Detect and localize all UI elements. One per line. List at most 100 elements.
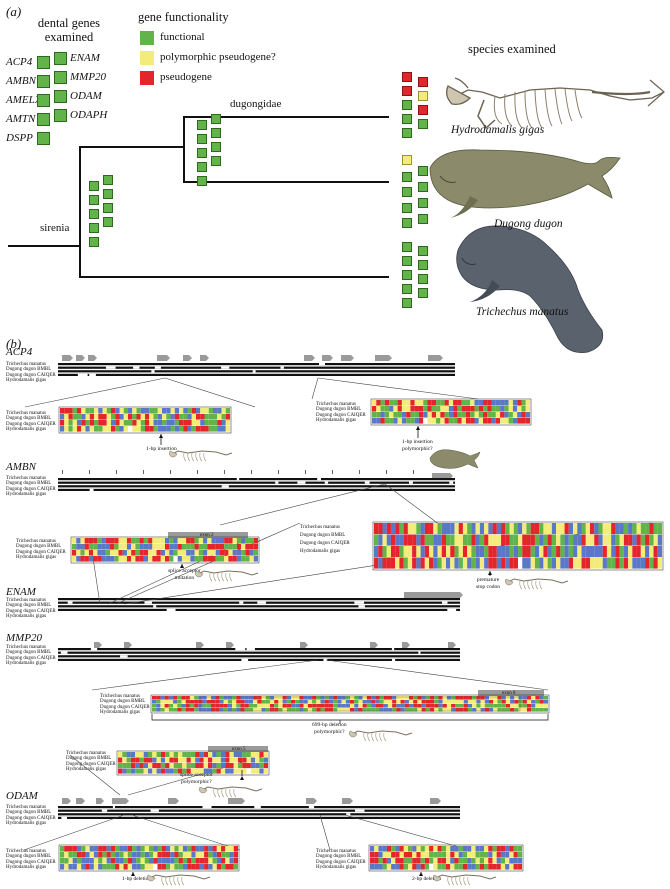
odam-exon xyxy=(228,798,245,804)
align-acp4-a-base xyxy=(191,414,196,420)
align-ambn-a-base xyxy=(80,538,85,544)
align-ambn-a-base xyxy=(253,538,258,544)
align-odam-b-base xyxy=(475,852,480,858)
align-odam-a-base xyxy=(64,852,69,858)
align-mmp20-base xyxy=(320,704,325,708)
align-odam-a-base xyxy=(221,846,226,852)
align-ambn-a-base xyxy=(105,538,111,544)
acp4-exon xyxy=(304,355,315,361)
align-ambn-a-base xyxy=(186,538,191,544)
align-mmp20-base xyxy=(312,708,317,712)
align-acp4-b-base xyxy=(474,400,479,406)
align-acp4-a-base xyxy=(136,414,141,420)
mmp20-exon xyxy=(94,642,102,648)
align-mmp20-base xyxy=(248,696,254,700)
align-ambn-b-base xyxy=(645,557,650,569)
align-acp4-b-base xyxy=(389,400,394,406)
align-acp4-a-base xyxy=(72,408,77,414)
align-ambn-a-base xyxy=(169,556,174,562)
align-odam-a-base xyxy=(153,852,158,858)
align-odam-a-base xyxy=(81,852,86,858)
align-ambn-b-base xyxy=(615,523,620,535)
align-mmp20-base xyxy=(489,708,494,712)
align-odam-up-base xyxy=(169,757,174,763)
mmp20-track-gap xyxy=(235,648,246,651)
align-ambn-a-base xyxy=(190,538,195,544)
align-ambn-b-base xyxy=(526,557,531,569)
align-acp4-a-base xyxy=(81,420,86,426)
align-odam-a-base xyxy=(212,858,217,864)
align-ambn-b-base xyxy=(395,534,400,546)
tree-branch-dugong xyxy=(183,181,389,183)
align-odam-up-base xyxy=(195,763,200,769)
align-odam-up-base xyxy=(182,752,187,758)
align-acp4-a-base xyxy=(85,426,90,432)
align-ambn-b-base xyxy=(619,534,624,546)
align-mmp20-base xyxy=(189,700,195,704)
align-acp4-b-base xyxy=(491,400,496,406)
align-odam-up-base xyxy=(259,752,264,758)
mini-skeleton-odam-a-rib xyxy=(177,876,181,886)
align-mmp20-base xyxy=(358,696,363,700)
align-acp4-a-base xyxy=(60,414,65,420)
align-mmp20-base xyxy=(413,700,418,704)
align-odam-up-base xyxy=(160,763,166,769)
align-ambn-a-base xyxy=(173,538,178,544)
align-odam-b-base xyxy=(509,852,514,858)
align-mmp20-base xyxy=(181,708,186,712)
align-acp4-b-base xyxy=(495,412,501,418)
align-acp4-a-base xyxy=(115,420,120,426)
align-odam-up-base xyxy=(203,763,208,769)
gene-mmp20: MMP20 xyxy=(70,71,107,83)
align-odam-a-base xyxy=(204,846,209,852)
align-ambn-a-base xyxy=(177,550,182,556)
align-odam-a-base xyxy=(144,864,149,870)
align-odam-a-base xyxy=(182,864,188,870)
align-odam-b-base xyxy=(429,852,434,858)
align-ambn-b-base xyxy=(598,546,603,558)
align-ambn-b-base xyxy=(374,523,379,535)
align-odam-b-base xyxy=(441,846,446,852)
align-mmp20-base xyxy=(219,708,224,712)
align-acp4-b-base xyxy=(461,400,466,406)
align-odam-up-base xyxy=(246,752,251,758)
align-mmp20-base xyxy=(404,704,409,708)
align-ambn-a-base xyxy=(203,544,208,550)
align-ambn-b-base xyxy=(645,523,650,535)
align-mmp20-base xyxy=(210,700,216,704)
align-ambn-b-base xyxy=(403,534,408,546)
align-mmp20-base xyxy=(185,700,190,704)
align-odam-a-base xyxy=(132,858,137,864)
align-odam-a-base xyxy=(93,852,99,858)
align-mmp20-base xyxy=(413,696,418,700)
align-ambn-a-base xyxy=(228,544,233,550)
align-ambn-b-base xyxy=(441,546,446,558)
align-mmp20-base xyxy=(430,704,435,708)
acp4-track-line xyxy=(58,366,455,369)
gene-dspp: DSPP xyxy=(6,132,33,144)
mmp20-exon xyxy=(370,642,378,648)
mmp20-exon xyxy=(226,642,234,648)
mini-skeleton-ambn-a-rib xyxy=(229,572,233,582)
align-ambn-b-base xyxy=(590,523,595,535)
align-acp4-b-base xyxy=(427,412,432,418)
mini-skeleton-odam-b-rib xyxy=(451,876,455,886)
align-odam-up-base xyxy=(246,763,251,769)
align-mmp20-base xyxy=(328,700,334,704)
align-odam-up-base xyxy=(169,752,174,758)
mini-skeleton-odam-b-rib xyxy=(447,876,451,886)
align-acp4-b-base xyxy=(448,412,454,418)
align-odam-a-base xyxy=(204,864,209,870)
align-odam-up-base xyxy=(152,763,157,769)
align-ambn-b-base xyxy=(551,546,557,558)
align-odam-a-base xyxy=(102,846,107,852)
align-mmp20-base xyxy=(446,708,452,712)
align-mmp20-base xyxy=(421,696,426,700)
align-ambn-b-base xyxy=(513,546,518,558)
clade-sirenia: sirenia xyxy=(40,222,70,234)
align-ambn-a-base xyxy=(249,544,254,550)
align-acp4-a-base xyxy=(183,420,188,426)
